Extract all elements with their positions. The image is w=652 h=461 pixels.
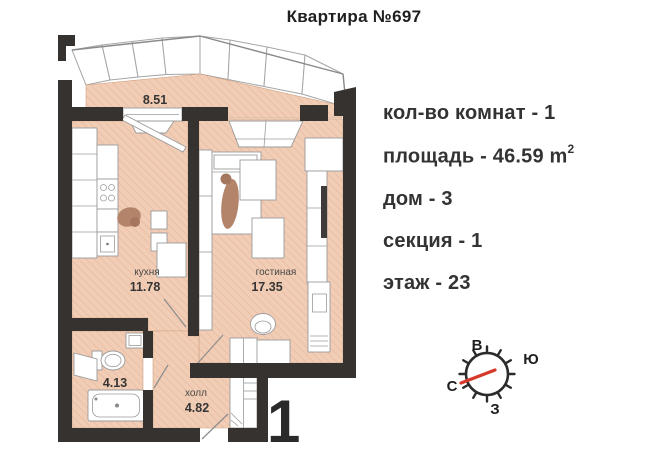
wardrobe xyxy=(304,137,344,172)
person-figure xyxy=(220,173,239,229)
room-labels: 8.51 кухня 11.78 гостиная 17.35 4.13 хол… xyxy=(103,93,297,415)
kitchen-table xyxy=(156,242,187,278)
hall-furniture xyxy=(229,337,258,429)
compass-west: З xyxy=(490,401,499,418)
desk-chair xyxy=(250,313,276,335)
apartment-number: 1 xyxy=(267,388,301,455)
detail-house: дом - 3 xyxy=(383,187,453,210)
compass-needle xyxy=(459,368,497,385)
chair xyxy=(150,210,168,230)
kitchen-furniture xyxy=(71,127,187,278)
balcony-glazing xyxy=(71,35,346,107)
compass-east: В xyxy=(472,337,483,354)
detail-area: площадь - 46.59 m2 xyxy=(383,142,575,168)
floor-plan: 8.51 кухня 11.78 гостиная 17.35 4.13 хол… xyxy=(58,35,356,442)
toilet xyxy=(100,350,126,371)
openings xyxy=(121,107,229,440)
stove xyxy=(96,178,119,210)
door-leaf xyxy=(153,364,169,389)
living-room-area-label: 17.35 xyxy=(251,280,282,294)
bathroom-area-label: 4.13 xyxy=(103,376,127,390)
apartment-details: кол-во комнат - 1 площадь - 46.59 m2 дом… xyxy=(383,103,574,315)
kitchen-label: кухня xyxy=(134,267,159,278)
person-figure xyxy=(117,207,141,227)
door-leaf xyxy=(163,298,187,328)
detail-floor: этаж - 23 xyxy=(383,271,471,294)
kitchen-area-label: 11.78 xyxy=(130,280,161,294)
compass-north: С xyxy=(447,378,458,395)
detail-area-text: площадь - 46.59 m xyxy=(383,145,568,168)
entrance-door-leaf xyxy=(201,413,229,440)
hall-label: холл xyxy=(185,388,207,399)
cabinet xyxy=(73,352,98,382)
bathroom-furniture xyxy=(73,332,145,422)
living-room-furniture xyxy=(198,120,344,367)
detail-area-superscript: 2 xyxy=(567,142,575,156)
door-leaf xyxy=(196,334,224,365)
window xyxy=(228,120,304,148)
detail-section: секция - 1 xyxy=(383,229,483,252)
compass-icon: В Ю С З xyxy=(447,337,539,418)
living-room-label: гостиная xyxy=(256,267,297,278)
shelf-unit xyxy=(307,281,331,353)
tv-panel xyxy=(321,186,327,238)
walls xyxy=(58,35,356,442)
hall-area-label: 4.82 xyxy=(185,401,209,415)
page-title: Квартира №697 xyxy=(286,7,422,26)
balcony-area-label: 8.51 xyxy=(143,93,167,107)
compass-south: Ю xyxy=(523,351,538,368)
detail-rooms-count: кол-во комнат - 1 xyxy=(383,102,556,124)
